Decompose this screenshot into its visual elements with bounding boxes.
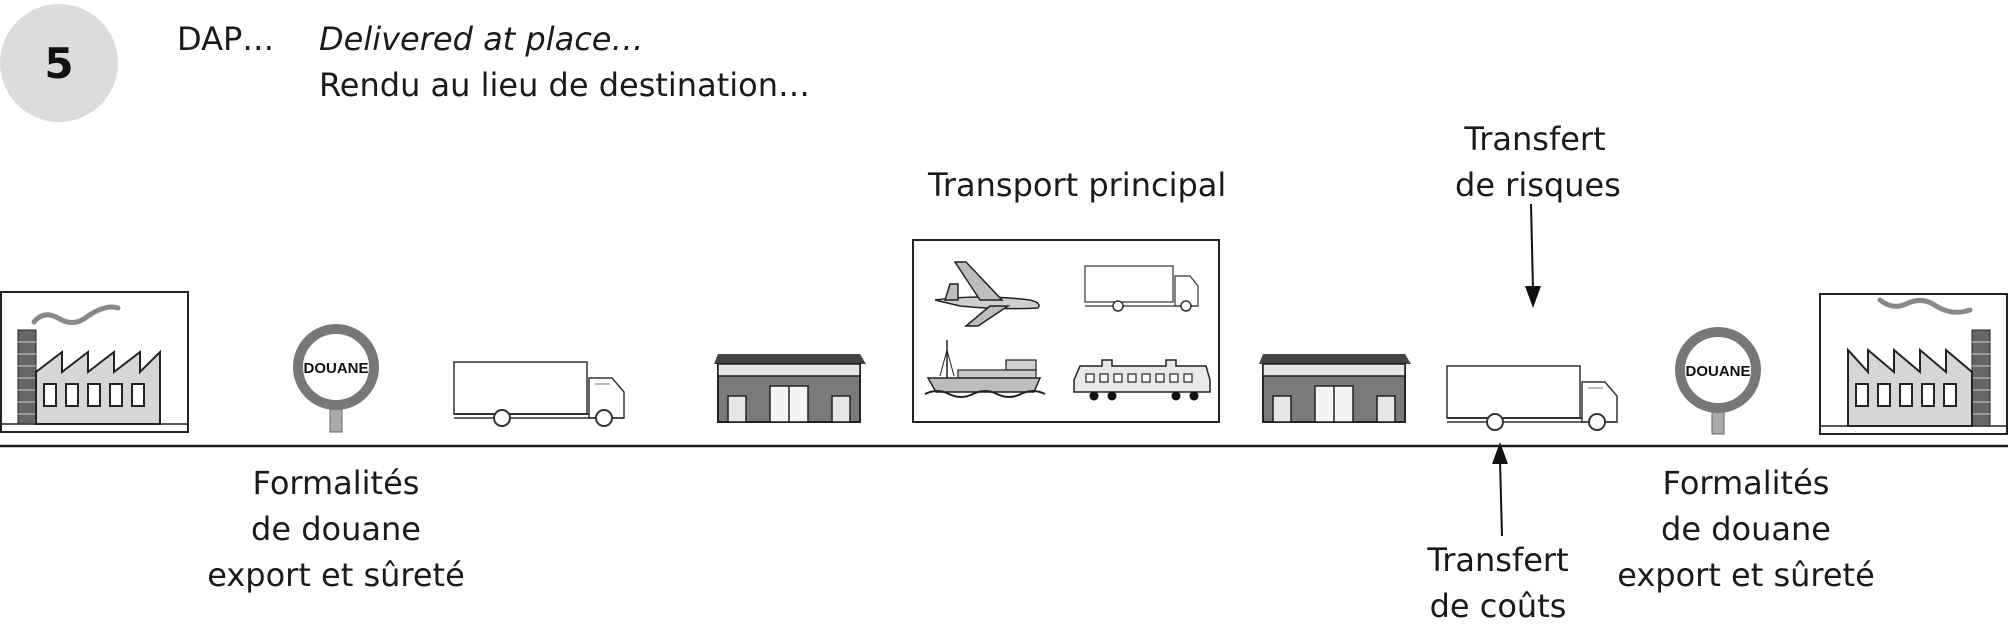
cost-transfer-arrow	[1492, 442, 1508, 537]
customs-sign-right-icon: DOUANE	[1675, 327, 1761, 435]
factory-right-icon	[1819, 293, 2008, 435]
warehouse-left-icon	[714, 354, 866, 423]
risk-transfer-arrow	[1525, 203, 1541, 308]
main-transport-title: Transport principal	[928, 166, 1227, 204]
customs-left-label: Formalités de douane export et sûreté	[207, 464, 465, 594]
customs-right-label: Formalités de douane export et sûreté	[1617, 464, 1875, 594]
step-number-badge: 5	[0, 4, 118, 122]
customs-sign-left-icon: DOUANE	[293, 324, 379, 433]
main-transport-box	[912, 239, 1220, 423]
incoterm-code: DAP…	[177, 20, 275, 58]
ship-icon	[924, 340, 1046, 398]
customs-sign-right-text: DOUANE	[1685, 363, 1750, 380]
warehouse-right-icon	[1259, 354, 1411, 423]
customs-sign-left-text: DOUANE	[303, 360, 368, 377]
airplane-icon	[934, 261, 1040, 327]
incoterm-english-name: Delivered at place…	[319, 20, 644, 58]
incoterm-french-name: Rendu au lieu de destination…	[319, 66, 810, 104]
factory-left-icon	[0, 291, 189, 433]
cost-transfer-label: Transfert de coûts	[1427, 541, 1569, 625]
truck-right-icon	[1446, 365, 1618, 431]
truck-left-icon	[453, 361, 625, 427]
risk-transfer-label: Transfert de risques	[1455, 120, 1621, 204]
truck-small-icon	[1084, 265, 1199, 312]
step-number: 5	[44, 38, 74, 88]
train-icon	[1073, 359, 1211, 401]
